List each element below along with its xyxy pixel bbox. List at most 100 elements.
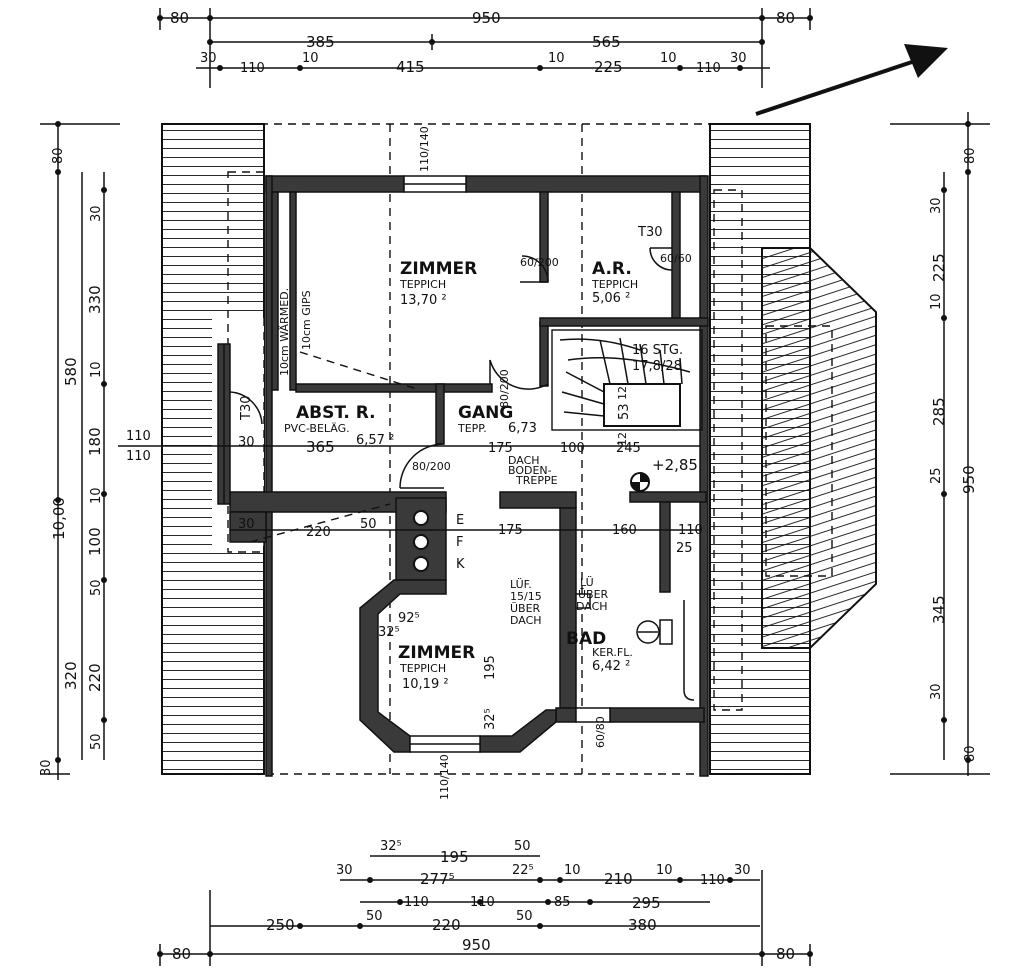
note-d12: 12 xyxy=(616,386,629,400)
room-zimmer1-area: 13,70 ² xyxy=(400,293,447,308)
dim-bottom-r3: 110 xyxy=(404,895,429,910)
note-d220: 220 xyxy=(306,525,331,540)
dim-bottom-right: 80 xyxy=(776,945,795,963)
room-bad-name: BAD xyxy=(566,629,606,649)
note-e: E xyxy=(456,513,464,528)
walls xyxy=(217,175,709,777)
dim-bottom-r4: 250 xyxy=(266,916,295,934)
dim-left-outer: 320 xyxy=(62,661,80,690)
dim-top-mid-left: 385 xyxy=(306,33,335,51)
dim-top-left: 80 xyxy=(170,9,189,27)
room-gang-floor: TEPP. xyxy=(457,422,487,435)
note-level: +2,85 xyxy=(652,456,698,474)
note-d110: 110 xyxy=(678,523,703,538)
dim-bottom-r4: 380 xyxy=(628,916,657,934)
dim-bottom-r2: 110 xyxy=(700,873,725,888)
note-d245: 245 xyxy=(616,441,641,456)
room-gang-name: GANG xyxy=(458,403,513,423)
note-d160: 160 xyxy=(612,523,637,538)
dim-left-inner: 10 xyxy=(89,361,104,378)
dim-left-total: 10,00 xyxy=(50,497,68,540)
note-lue2-over: ÜBER xyxy=(578,588,609,601)
dim-right-total: 950 xyxy=(960,465,978,494)
note-window-top: 110/140 xyxy=(418,126,431,172)
dimension-ticks xyxy=(55,15,971,957)
stairs xyxy=(551,329,703,431)
dim-left-inner: 100 xyxy=(86,527,104,556)
room-zimmer1-floor: TEPPICH xyxy=(399,278,446,291)
note-lueftung-dach: DACH xyxy=(510,614,542,627)
note-door-zimmer1: 60/200 xyxy=(520,256,559,269)
note-lue2-dach: DACH xyxy=(576,600,608,613)
note-gips: 10cm GIPS xyxy=(300,290,313,350)
room-ar-area: 5,06 ² xyxy=(592,291,630,306)
dim-right-outer: 30 xyxy=(929,683,944,700)
dim-bottom-r3: 85 xyxy=(554,895,571,910)
note-boden: BODEN- xyxy=(508,464,552,477)
dim-top-seg: 30 xyxy=(730,51,747,66)
dim-left-inner: 50 xyxy=(89,579,104,596)
room-abst-area: 6,57 ² xyxy=(356,433,394,448)
bath-fixtures xyxy=(575,593,695,701)
note-t30-left: T30 xyxy=(239,396,254,421)
dim-bottom-r2: 277⁵ xyxy=(420,870,455,888)
note-d195: 195 xyxy=(483,655,498,680)
dim-bottom-r2: 10 xyxy=(564,863,581,878)
dim-left-outer: 580 xyxy=(62,357,80,386)
note-treppe: TREPPE xyxy=(515,474,558,487)
dim-top-seg: 10 xyxy=(302,51,319,66)
north-arrow-icon xyxy=(755,44,948,116)
note-k: K xyxy=(456,557,465,572)
doors xyxy=(229,247,673,489)
dim-top-seg: 110 xyxy=(696,61,721,76)
note-lueftung-dim: 15/15 xyxy=(510,590,542,603)
note-d53: 53 xyxy=(617,403,632,420)
room-bad-floor: KER.FL. xyxy=(592,646,633,659)
dim-right-outer: 25 xyxy=(929,467,944,484)
dim-bottom-total: 950 xyxy=(462,936,491,954)
note-door-ar: 60/60 xyxy=(660,252,692,265)
room-ar-floor: TEPPICH xyxy=(591,278,638,291)
annotations: 10cm WÄRMED. 10cm GIPS T30 T30 16 STG. 1… xyxy=(238,126,703,800)
dim-bottom-r2: 30 xyxy=(336,863,353,878)
dim-top-seg: 415 xyxy=(396,58,425,76)
dim-bottom-r3: 110 xyxy=(470,895,495,910)
note-d30b: 30 xyxy=(238,435,255,450)
dim-right-outer: 80 xyxy=(963,745,978,762)
note-stairs: 16 STG. xyxy=(632,343,683,358)
note-d50: 50 xyxy=(360,517,377,532)
dim-bottom-r1: 50 xyxy=(514,839,531,854)
note-d325: 32⁵ xyxy=(378,625,400,640)
dim-right-outer: 345 xyxy=(930,595,948,624)
note-t30-right: T30 xyxy=(637,225,662,240)
dim-bottom-left: 80 xyxy=(172,945,191,963)
dim-mid-left: 110 xyxy=(126,449,151,464)
note-d92: 92⁵ xyxy=(398,611,420,626)
room-bad-area: 6,42 ² xyxy=(592,659,630,674)
note-d12b: 12 xyxy=(616,432,629,446)
dim-right-outer: 80 xyxy=(963,147,978,164)
floor-outline xyxy=(161,123,811,775)
note-door-gang: 80/200 xyxy=(498,369,511,408)
dim-left-inner: 330 xyxy=(86,285,104,314)
room-zimmer2-floor: TEPPICH xyxy=(399,662,446,675)
room-zimmer1-name: ZIMMER xyxy=(400,259,477,279)
chimney xyxy=(413,510,429,572)
dim-left-inner: 30 xyxy=(89,205,104,222)
dimension-texts: 950 80 80 385 565 30 110 10 415 10 225 1… xyxy=(39,9,978,963)
note-stairs-dim: 17,8/28 xyxy=(632,359,682,374)
room-labels: ZIMMER TEPPICH 13,70 ² A.R. TEPPICH 5,06… xyxy=(284,259,638,692)
dim-top-seg: 10 xyxy=(548,51,565,66)
room-gang-area: 6,73 xyxy=(508,421,537,436)
dim-left-outer: 80 xyxy=(51,147,66,164)
dim-left-inner: 10 xyxy=(89,487,104,504)
dim-left-inner: 50 xyxy=(89,733,104,750)
room-ar-name: A.R. xyxy=(592,259,632,279)
dim-bottom-r4: 50 xyxy=(366,909,383,924)
dim-left-inner: 180 xyxy=(86,427,104,456)
dim-top-total: 950 xyxy=(472,9,501,27)
dim-right-outer: 30 xyxy=(929,197,944,214)
dim-left-inner: 220 xyxy=(86,663,104,692)
note-window-bad: 60/80 xyxy=(594,716,607,748)
note-d325b: 32⁵ xyxy=(483,708,498,730)
